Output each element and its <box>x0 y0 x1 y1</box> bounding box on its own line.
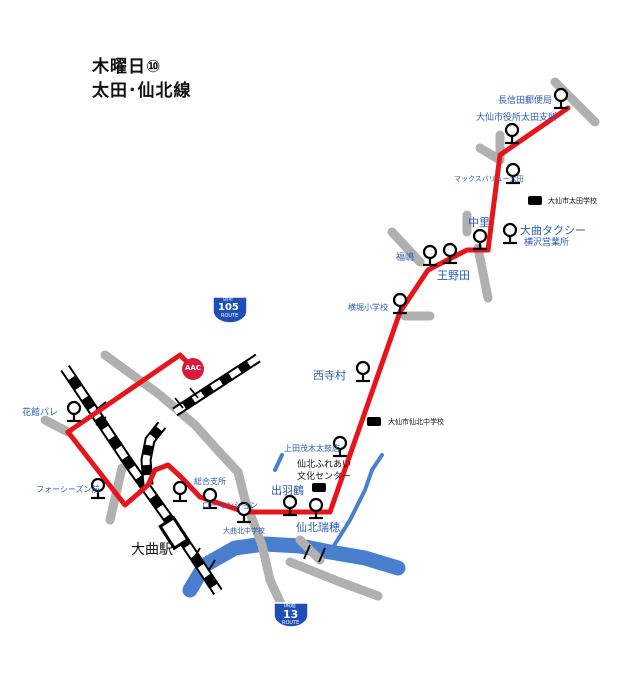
stop-label-mansion: ローマンション <box>202 501 258 510</box>
map-title-line2: 太田･仙北線 <box>92 81 192 101</box>
aac-label: AAC <box>185 364 201 372</box>
stop-label-yokobori-school: 横堀小学校 <box>348 303 388 312</box>
stop-label-onoda: 王野田 <box>437 269 470 282</box>
landmark-label-ota-school: 大仙市太田学校 <box>548 197 597 205</box>
bridges <box>95 387 326 571</box>
stop-label-kamida: 上田茂木太鼓店 <box>284 444 340 453</box>
map-title-line1: 木曜日⑩ <box>92 57 162 77</box>
stop-label-fukushima: 福嶋 <box>396 253 415 263</box>
bus-stops <box>66 87 569 524</box>
bus-stop-pin <box>472 228 488 251</box>
bus-stop-pin <box>504 122 520 145</box>
landmark-label-senboku-school: 大仙市仙北中学校 <box>388 418 444 426</box>
bus-stop-pin <box>332 435 348 458</box>
bus-stop-pin <box>308 497 324 520</box>
bus-stop-pin <box>392 292 408 315</box>
stop-label-taxi: 大曲タクシー <box>520 224 586 237</box>
landmark-markers <box>312 196 542 492</box>
stop-label-senboku-mizuho: 仙北瑞穂 <box>296 521 340 534</box>
aac-marker <box>182 358 204 380</box>
route-13-number: 13 <box>283 608 299 621</box>
stop-label-kita-jhs: 大曲北中学校 <box>223 527 265 535</box>
stop-label-dewatsuru: 出羽鶴 <box>271 484 304 497</box>
landmark-label-center-1: 仙北ふれあい <box>297 460 352 470</box>
stop-label-nakazato: 中里 <box>468 216 490 229</box>
railway <box>60 353 261 596</box>
route-13-bottom: ROUTE <box>282 620 300 626</box>
stop-label-ota-branch: 大仙市役所太田支所 <box>476 113 558 123</box>
route-13-top: 国道 <box>284 602 297 609</box>
bus-stop-pin <box>553 87 569 110</box>
stop-label-taxi-office: 横沢営業所 <box>524 238 570 248</box>
stop-label-hanadate: 花館パレ <box>22 408 59 418</box>
bus-stop-pin <box>505 162 521 185</box>
stop-label-nishiterakura: 西寺村 <box>313 369 346 382</box>
roads <box>40 77 600 611</box>
bus-stop-pin <box>502 222 518 245</box>
route-13-shield <box>273 602 309 628</box>
station-label: 大曲駅 <box>131 542 173 558</box>
stop-label-four-seasons: フォーシーズン前 <box>36 485 100 494</box>
stop-label-branch-office: 総合支所 <box>194 477 226 486</box>
bus-stop-pin <box>236 501 252 524</box>
route-105-number: 105 <box>218 302 239 313</box>
bus-stop-pin <box>66 400 82 423</box>
bus-stop-pin <box>282 494 298 517</box>
route-105-bottom: ROUTE <box>221 313 239 319</box>
bus-stop-pin <box>172 480 188 503</box>
route-105-shield <box>212 296 248 324</box>
bus-stop-pin <box>422 244 438 267</box>
bus-stop-pin <box>90 477 106 500</box>
station-marker <box>158 515 190 551</box>
bus-stop-pin <box>355 360 371 383</box>
stop-label-nagashinden: 長信田郵便局 <box>498 96 553 106</box>
river <box>182 453 406 598</box>
landmark-label-center-2: 文化センター <box>297 472 352 482</box>
route-105-top: 国道 <box>223 296 234 302</box>
bus-stop-pin <box>442 242 458 265</box>
bus-stop-pin <box>202 487 218 510</box>
stop-label-maxvalu: マックスバリュー太田 <box>454 175 524 183</box>
